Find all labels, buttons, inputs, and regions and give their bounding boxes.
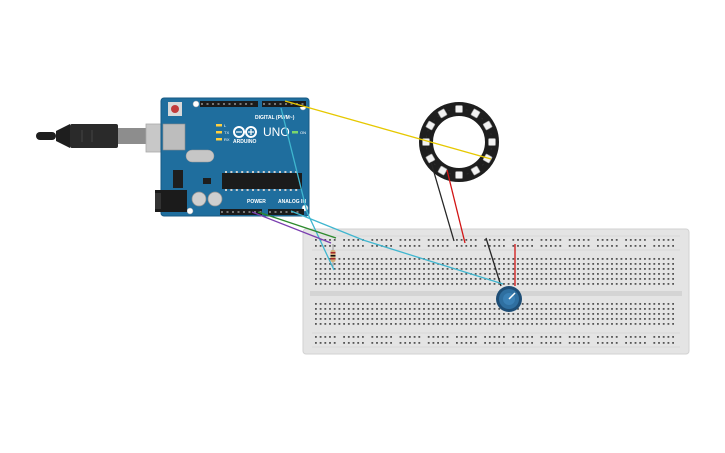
wires[interactable] (251, 100, 516, 287)
wire-pot-ground (485, 237, 502, 287)
reset-button[interactable] (171, 105, 179, 113)
wire-purple (251, 211, 332, 244)
model-label: UNO (263, 125, 290, 139)
label-analog: ANALOG IN (278, 199, 306, 205)
neopixel-led (425, 120, 436, 131)
neopixel-led (488, 138, 496, 146)
neopixel-led (425, 153, 436, 164)
neopixel-led (482, 120, 493, 131)
wire-data-yellow (284, 100, 492, 160)
neopixel-led (455, 171, 463, 179)
wire-ring-ground (430, 161, 455, 242)
wire-signal-pot (290, 210, 504, 285)
neopixel-led (437, 108, 448, 119)
digital-header-high[interactable] (262, 101, 306, 107)
label-on: ON (300, 130, 306, 135)
neopixel-led (455, 105, 463, 113)
potentiometer[interactable] (496, 286, 522, 312)
neopixel-led (470, 108, 481, 119)
neopixel-led (437, 165, 448, 176)
usb-cable (36, 123, 183, 153)
wire-green (257, 211, 337, 239)
arduino-uno-board[interactable]: L TX RX ON DIGITAL (PWM~) POWER ANALOG I… (155, 97, 310, 217)
brand-label: ARDUINO (233, 139, 256, 145)
wire-signal-resistor (280, 107, 335, 271)
wire-ring-power (446, 169, 466, 244)
label-l: L (224, 123, 227, 128)
label-tx: TX (224, 130, 229, 135)
resistor[interactable] (330, 244, 336, 268)
neopixel-ring[interactable] (419, 102, 499, 182)
breadboard-holes (315, 239, 674, 344)
label-power: POWER (247, 199, 266, 205)
breadboard[interactable] (302, 228, 690, 355)
label-rx: RX (224, 137, 230, 142)
neopixel-led (470, 165, 481, 176)
power-header[interactable] (220, 209, 262, 215)
label-digital: DIGITAL (PWM~) (255, 115, 295, 121)
arduino-logo (233, 126, 257, 138)
